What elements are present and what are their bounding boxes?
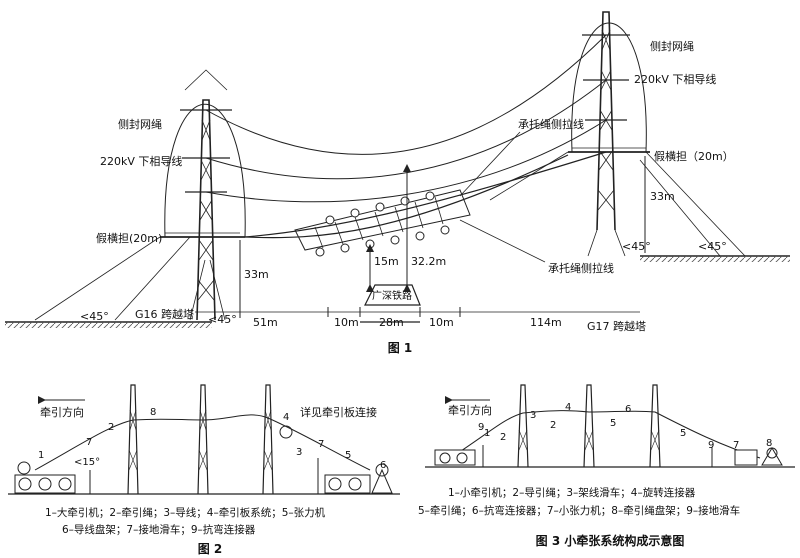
fig2-num-1: 1 [38, 450, 44, 461]
fig3-num-1: 1 [484, 428, 490, 439]
g17-cross-arm-label: 假横担（20m） [654, 149, 734, 163]
fig2-detail-note: 详见牵引板连接 [300, 405, 377, 419]
g17-name-label: G17 跨越塔 [587, 319, 646, 333]
fig3-small-puller [434, 445, 484, 467]
distance-3: 28m [379, 316, 404, 329]
railway: 广深铁路 [364, 284, 421, 306]
g17-side-net-label: 侧封网绳 [650, 39, 694, 53]
fig2-num-3: 3 [296, 447, 302, 458]
g16-name-label: G16 跨越塔 [135, 307, 194, 321]
ground [5, 255, 790, 328]
g16-side-net-label: 侧封网绳 [118, 117, 162, 131]
insulator-strings [315, 191, 450, 257]
fig2-towers [127, 384, 274, 495]
fig2-num-7a: 7 [86, 437, 92, 448]
fig3-num-3: 3 [530, 410, 536, 421]
fig3-num-9a: 9 [478, 422, 484, 433]
tower-g16 [34, 69, 246, 321]
fig3-num-2b: 2 [550, 420, 556, 431]
g16-cross-arm-label: 假横担(20m) [96, 231, 162, 245]
fig2-num-2: 2 [108, 422, 114, 433]
dimensions [195, 156, 646, 318]
g17-angle-left: <45° [622, 240, 651, 253]
fig2-angle-label: <15° [74, 457, 100, 468]
g16-height-label: 33m [244, 268, 269, 281]
fig2-caption: 图 2 [198, 542, 223, 556]
fig2-tensioner [317, 458, 393, 494]
fig3-towers [517, 384, 661, 468]
fig2-num-6: 6 [380, 460, 386, 471]
fig2-legend-line-1: 1–大牵引机；2–牵引绳；3–导线；4–牵引板系统；5–张力机 [45, 506, 326, 519]
railway-label: 广深铁路 [372, 289, 412, 302]
distance-5: 114m [530, 316, 562, 329]
g16-angle-right: <45° [208, 313, 237, 326]
fig3-num-5a: 5 [610, 418, 616, 429]
distance-2: 10m [334, 316, 359, 329]
fig2-num-4: 4 [283, 412, 289, 423]
fig2-pulling-board [279, 425, 293, 439]
fig3-num-8: 8 [766, 438, 772, 449]
fig3-num-4: 4 [565, 402, 571, 413]
conductors [205, 34, 607, 239]
fig2-direction-label: 牵引方向 [40, 405, 84, 419]
fig3-num-5b: 5 [680, 428, 686, 439]
g17-conductor-label: 220kV 下相导线 [634, 72, 716, 86]
g16-conductor-label: 220kV 下相导线 [100, 154, 182, 168]
fig2-num-7b: 7 [318, 439, 324, 450]
g16-angle-left: <45° [80, 310, 109, 323]
distance-1: 51m [253, 316, 278, 329]
fig2-num-5: 5 [345, 450, 351, 461]
guy-label-bottom: 承托绳侧拉线 [548, 261, 614, 275]
fig3-small-tensioner [711, 447, 783, 467]
fig3-direction-label: 牵引方向 [448, 403, 492, 417]
fig3-num-7: 7 [733, 440, 739, 451]
distance-4: 10m [429, 316, 454, 329]
fig2-num-8: 8 [150, 407, 156, 418]
fig2-puller [14, 461, 91, 494]
fig2-rope [34, 414, 371, 471]
guy-label-top: 承托绳侧拉线 [518, 117, 584, 131]
g17-angle-right: <45° [698, 240, 727, 253]
fig2-legend-line-2: 6–导线盘架；7–接地滑车；9–抗弯连接器 [62, 523, 256, 536]
fig1-caption: 图 1 [388, 341, 413, 355]
fig3-num-2a: 2 [500, 432, 506, 443]
clearance-label: 15m [374, 255, 399, 268]
fig3-num-9b: 9 [708, 440, 714, 451]
fig3-legend-line-2: 5–牵引绳；6–抗弯连接器；7–小张力机；8–牵引绳盘架；9–接地滑车 [418, 504, 740, 517]
figure-1: 广深铁路 侧封网绳 220kV 下相导线 假横担(20m) 33m G16 跨越… [5, 11, 790, 355]
fig3-num-6: 6 [625, 404, 631, 415]
tower-g17 [489, 11, 746, 257]
fig3-caption: 图 3 小牵张系统构成示意图 [536, 533, 685, 548]
figure-2: 牵引方向 详见牵引板连接 <15° 1 2 3 4 5 6 7 7 8 1–大牵… [8, 384, 400, 556]
g17-height-label: 33m [650, 190, 675, 203]
span-height-label: 32.2m [411, 255, 446, 268]
fig3-rope [454, 410, 761, 459]
figure-3: 牵引方向 1 9 2 3 4 6 2 5 5 9 7 8 1–小牵引机；2–导引… [418, 384, 795, 548]
fig3-legend-line-1: 1–小牵引机；2–导引绳；3–架线滑车；4–旋转连接器 [448, 486, 696, 499]
